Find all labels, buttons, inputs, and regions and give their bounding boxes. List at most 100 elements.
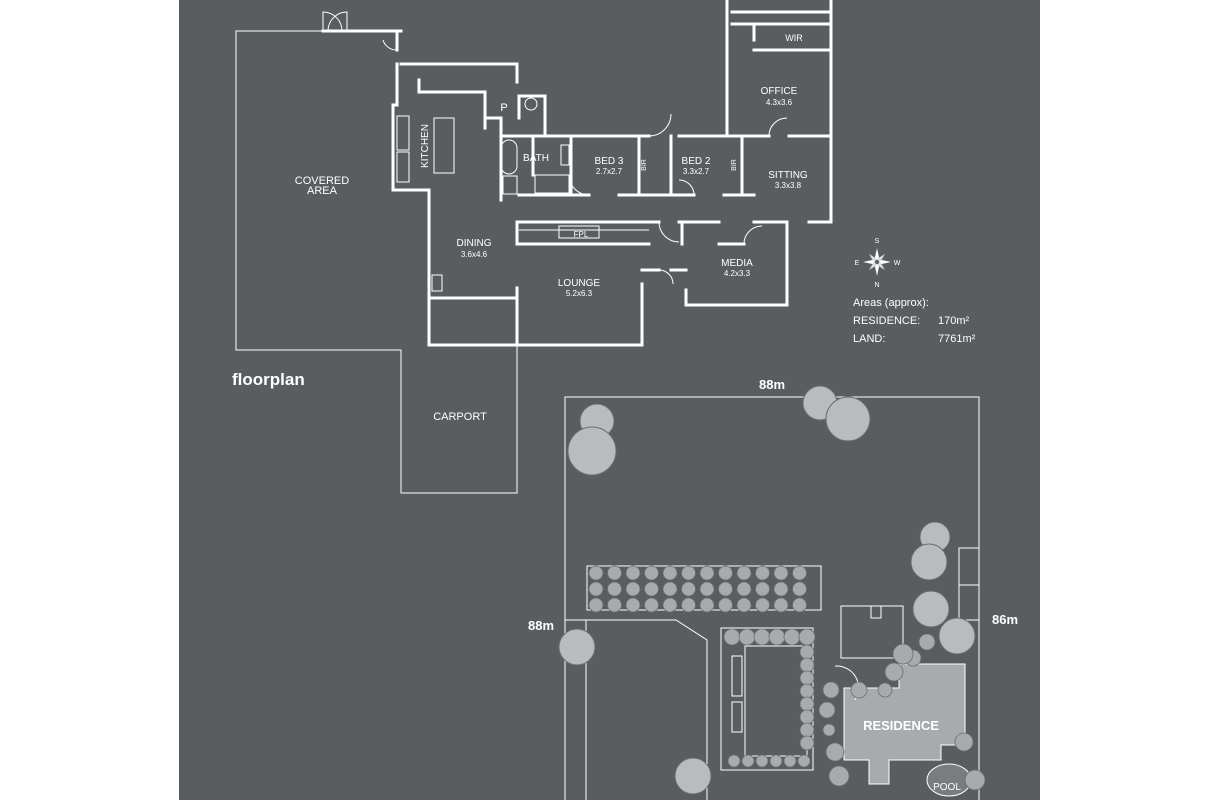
tree-icon [755, 565, 770, 581]
compass-n: N [874, 282, 879, 289]
tree-icon [588, 581, 604, 597]
bir-label-1: BIR [641, 159, 648, 171]
tree-icon [644, 565, 659, 581]
tree-icon [736, 597, 752, 613]
land-area-label: LAND: [853, 333, 885, 345]
tree-icon [768, 628, 786, 646]
tree-icon [625, 597, 641, 613]
tree-icon [910, 543, 948, 581]
tree-icon [625, 565, 641, 581]
tree-icon [964, 769, 986, 791]
tree-icon [723, 628, 741, 646]
tree-icon [799, 683, 815, 699]
land-area-value: 7761m² [938, 333, 976, 345]
tree-icon [799, 644, 815, 660]
residence-area-value: 170m² [938, 315, 970, 327]
tree-icon [736, 565, 752, 581]
lounge-size: 5.2x6.3 [566, 289, 593, 298]
tree-icon [954, 732, 974, 752]
tree-icon [718, 597, 733, 613]
kitchen-label: KITCHEN [420, 124, 431, 168]
sitting-label: SITTING [768, 170, 808, 181]
tree-icon [799, 657, 815, 673]
tree-icon [825, 742, 845, 762]
house-walls [235, 0, 833, 494]
areas-summary: Areas (approx): RESIDENCE: 170m² LAND: 7… [853, 297, 976, 345]
compass-s: S [875, 238, 880, 245]
tree-icon [799, 735, 815, 751]
tree-icon [607, 597, 622, 613]
bed2-size: 3.3x2.7 [683, 167, 710, 176]
tree-icon [674, 757, 712, 795]
site-plan: 88m 88m 86m RESIDENCE POOL [528, 377, 1018, 800]
tree-icon [681, 565, 696, 581]
tree-icon [738, 628, 756, 646]
right-dimension: 86m [992, 612, 1018, 627]
tree-icon [818, 701, 836, 719]
tree-icon [699, 565, 715, 581]
bed3-label: BED 3 [595, 156, 624, 167]
bed3-size: 2.7x2.7 [596, 167, 623, 176]
compass-w: W [894, 260, 901, 267]
tree-icon [625, 581, 641, 597]
wir-label: WIR [785, 33, 803, 43]
sitting-size: 3.3x3.8 [775, 181, 802, 190]
carport-label: CARPORT [433, 411, 487, 423]
tree-icon [736, 581, 752, 597]
tree-icon [783, 754, 797, 768]
tree-icon [797, 754, 811, 768]
tree-icon [755, 581, 770, 597]
tree-icon [822, 723, 836, 737]
media-size: 4.2x3.3 [724, 269, 751, 278]
tree-icon [822, 681, 840, 699]
tree-icon [644, 597, 659, 613]
covered-area-label-line1: COVERED [295, 175, 349, 187]
tree-icon [799, 722, 815, 738]
tree-icon [892, 643, 914, 665]
areas-heading: Areas (approx): [853, 297, 929, 309]
lounge-label: LOUNGE [558, 278, 601, 289]
tree-icon [792, 597, 807, 613]
tree-icon [792, 581, 807, 597]
residence-area-label: RESIDENCE: [853, 315, 920, 327]
floorplan-drawing: COVERED AREA KITCHEN P BATH BED 3 2.7x2.… [232, 0, 1018, 800]
bed2-label: BED 2 [682, 156, 711, 167]
residence-label: RESIDENCE [863, 718, 939, 733]
tree-icon [799, 670, 815, 686]
tree-icon [741, 754, 755, 768]
pool-label: POOL [933, 782, 961, 793]
dining-label: DINING [457, 238, 492, 249]
residence-footprint [843, 663, 966, 785]
bir-label-2: BIR [731, 159, 738, 171]
tree-icon [567, 426, 617, 476]
tree-icon [769, 754, 783, 768]
floorplan-canvas: COVERED AREA KITCHEN P BATH BED 3 2.7x2.… [179, 0, 1040, 800]
tree-icon [918, 633, 936, 651]
tree-icon [783, 628, 801, 646]
dining-size: 3.6x4.6 [461, 250, 488, 259]
tree-icon [727, 754, 741, 768]
top-dimension: 88m [759, 377, 785, 392]
tree-icon [662, 565, 678, 581]
covered-area-label-line2: AREA [307, 185, 338, 197]
tree-icon [644, 581, 659, 597]
tree-icon [588, 597, 604, 613]
tree-icon [755, 754, 769, 768]
tree-icon [662, 581, 678, 597]
tree-icon [607, 565, 622, 581]
media-label: MEDIA [721, 258, 753, 269]
tree-icon [753, 628, 771, 646]
tree-icon [699, 597, 715, 613]
tree-icon [773, 597, 789, 613]
tree-icon [773, 581, 789, 597]
tree-icon [681, 581, 696, 597]
tree-icon [558, 628, 596, 666]
tree-icon [798, 628, 816, 646]
tree-icon [607, 581, 622, 597]
tree-icon [825, 396, 871, 442]
tree-icon [912, 590, 950, 628]
tree-icon [773, 565, 789, 581]
tree-icon [828, 765, 850, 787]
pantry-label: P [500, 102, 507, 114]
tree-icon [588, 565, 604, 581]
